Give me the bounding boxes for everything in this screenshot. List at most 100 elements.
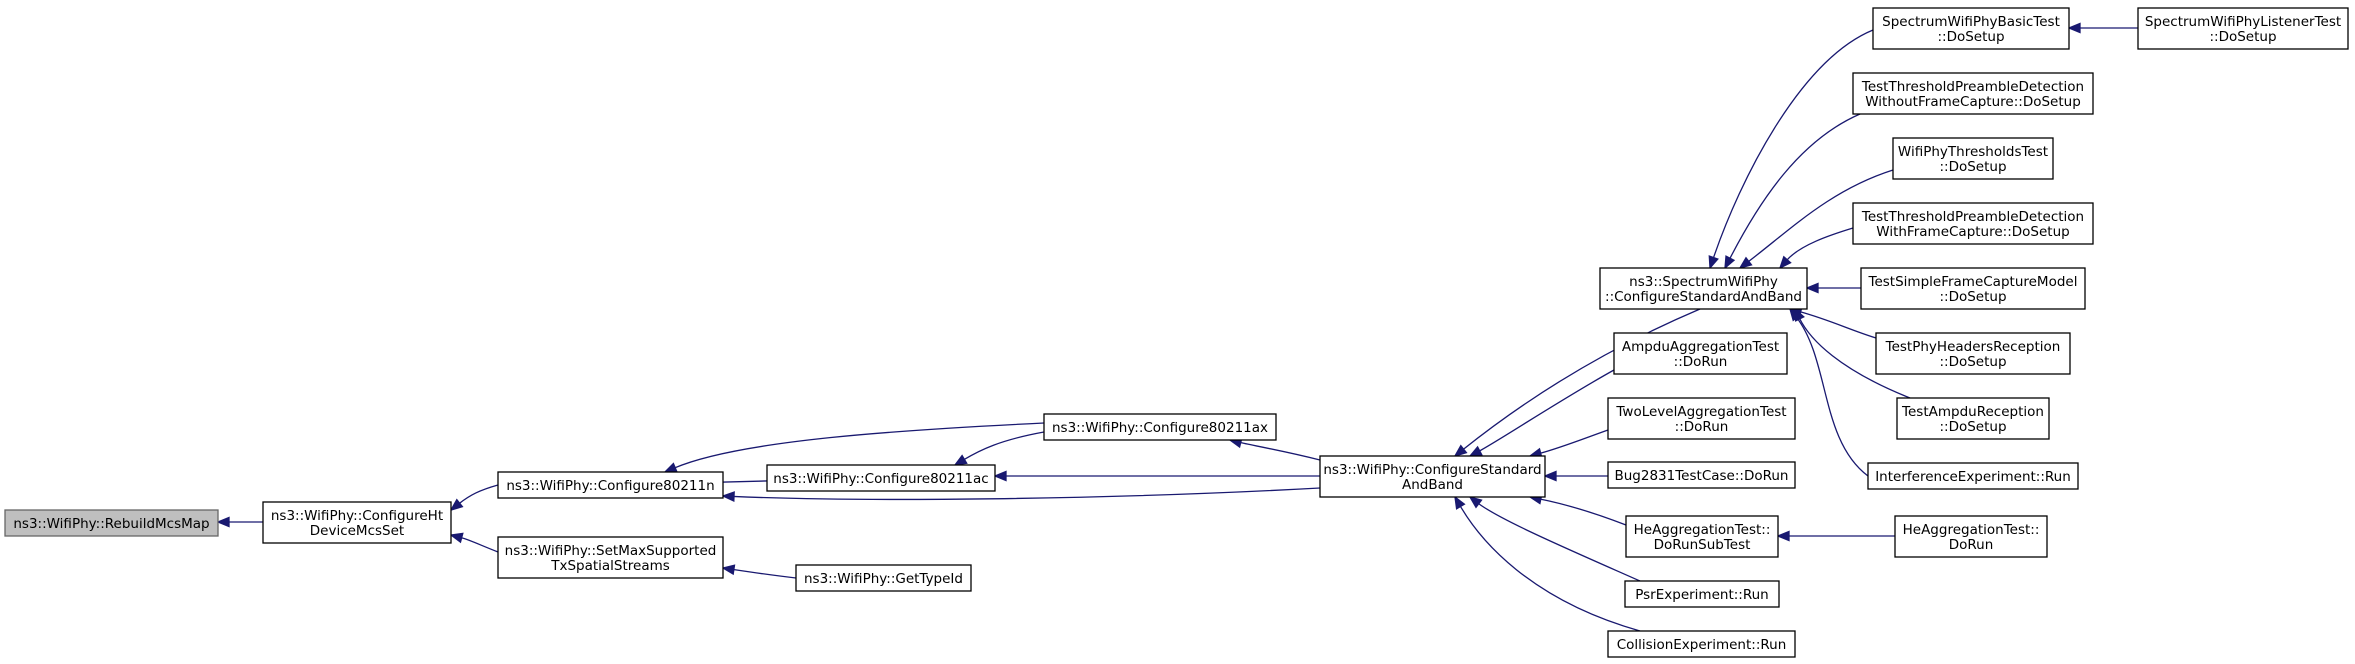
node-ampdu[interactable]: AmpduAggregationTest::DoRun (1613, 332, 1788, 375)
edge-line (1712, 29, 1874, 259)
arrowhead (1805, 282, 1819, 294)
node-label: PsrExperiment::Run (1635, 587, 1768, 603)
arrowhead (1543, 470, 1557, 482)
node-twolevel[interactable]: TwoLevelAggregationTest::DoRun (1607, 397, 1796, 440)
edge-ttpdwith-to-scsab (1778, 227, 1854, 270)
edge-line (1462, 308, 1701, 451)
node-csab[interactable]: ns3::WifiPhy::ConfigureStandardAndBand (1319, 455, 1546, 498)
node-box (795, 564, 972, 592)
node-box (1599, 267, 1808, 310)
edge-ampdu-to-csab (1468, 369, 1615, 457)
node-box (1867, 462, 2079, 490)
node-label: AmpduAggregationTest (1622, 339, 1779, 355)
arrowhead (1454, 495, 1466, 510)
edge-psr-to-csab (1468, 495, 1641, 582)
node-interf[interactable]: InterferenceExperiment::Run (1867, 462, 2079, 490)
node-scsab[interactable]: ns3::SpectrumWifiPhy::ConfigureStandardA… (1599, 267, 1808, 310)
node-tsfcm[interactable]: TestSimpleFrameCaptureModel::DoSetup (1860, 267, 2086, 310)
node-label: WithoutFrameCapture::DoSetup (1865, 94, 2081, 110)
edge-line (1477, 502, 1641, 582)
node-label: Bug2831TestCase::DoRun (1614, 468, 1788, 484)
node-box (1607, 461, 1796, 489)
edge-line (1459, 505, 1641, 632)
edge-line (460, 536, 499, 553)
node-gettypeid[interactable]: ns3::WifiPhy::GetTypeId (795, 564, 972, 592)
edge-c80211ax-to-c80211n (663, 422, 1045, 473)
edge-tphr-to-scsab (1788, 306, 1877, 339)
node-collision[interactable]: CollisionExperiment::Run (1607, 630, 1796, 658)
edge-scsab-to-csab (1453, 308, 1701, 458)
node-label: ns3::WifiPhy::ConfigureHt (271, 508, 443, 524)
edge-line (1478, 369, 1615, 452)
node-ttpdwith[interactable]: TestThresholdPreambleDetectionWithFrameC… (1852, 202, 2094, 245)
node-label: InterferenceExperiment::Run (1875, 469, 2071, 485)
arrowhead (1468, 445, 1483, 457)
node-box (1852, 72, 2094, 115)
node-label: CollisionExperiment::Run (1617, 637, 1787, 653)
node-swplistener[interactable]: SpectrumWifiPhyListenerTest::DoSetup (2137, 7, 2349, 50)
arrowhead (1778, 255, 1792, 270)
node-heaggrun[interactable]: HeAggregationTest::DoRun (1894, 515, 2048, 558)
edge-line (1539, 498, 1627, 526)
edge-line (1539, 429, 1609, 455)
arrowhead (1776, 530, 1790, 542)
node-label: WifiPhyThresholdsTest (1898, 144, 2048, 160)
node-psr[interactable]: PsrExperiment::Run (1624, 580, 1780, 608)
node-box (497, 471, 724, 499)
edge-heaggrun-to-heagg (1776, 530, 1895, 542)
node-label: ns3::WifiPhy::Configure80211ax (1052, 420, 1268, 436)
node-wpthresh[interactable]: WifiPhyThresholdsTest::DoSetup (1892, 137, 2054, 180)
edge-line (1795, 316, 1869, 477)
node-label: ns3::WifiPhy::Configure80211n (506, 478, 714, 494)
node-box (1043, 413, 1277, 441)
node-tampdur[interactable]: TestAmpduReception::DoSetup (1896, 397, 2050, 440)
node-box (4, 509, 219, 537)
node-box (1319, 455, 1546, 498)
node-label: ::DoSetup (1937, 29, 2004, 45)
edge-interf-to-scsab (1788, 307, 1869, 477)
node-label: ns3::SpectrumWifiPhy (1629, 274, 1778, 290)
node-label: ns3::WifiPhy::GetTypeId (804, 571, 963, 587)
node-label: SpectrumWifiPhyListenerTest (2145, 14, 2341, 30)
node-label: AndBand (1402, 477, 1463, 493)
edge-line (963, 431, 1045, 461)
node-c80211ac[interactable]: ns3::WifiPhy::Configure80211ac (766, 464, 996, 492)
node-setmax[interactable]: ns3::WifiPhy::SetMaxSupportedTxSpatialSt… (497, 536, 724, 579)
node-label: SpectrumWifiPhyBasicTest (1882, 14, 2060, 30)
node-box (1860, 267, 2086, 310)
node-label: HeAggregationTest:: (1634, 522, 1771, 538)
edge-csab-to-c80211ax (1228, 437, 1321, 461)
arrowhead (449, 532, 464, 544)
arrowhead (1708, 255, 1719, 270)
arrowhead (449, 498, 464, 512)
node-label: ::DoSetup (1939, 419, 2006, 435)
edge-twolevel-to-csab (1528, 429, 1609, 459)
edge-line (732, 568, 797, 579)
arrowhead (1738, 256, 1753, 270)
node-bug2831[interactable]: Bug2831TestCase::DoRun (1607, 461, 1796, 489)
node-tphr[interactable]: TestPhyHeadersReception::DoSetup (1875, 332, 2071, 375)
node-box (1872, 7, 2070, 50)
node-ttpdwithout[interactable]: TestThresholdPreambleDetectionWithoutFra… (1852, 72, 2094, 115)
node-box (1625, 515, 1779, 558)
node-label: TestPhyHeadersReception (1885, 339, 2061, 355)
node-box (1875, 332, 2071, 375)
node-box (1852, 202, 2094, 245)
arrowhead (1788, 307, 1802, 322)
node-box (766, 464, 996, 492)
node-box (497, 536, 724, 579)
node-heagg[interactable]: HeAggregationTest::DoRunSubTest (1625, 515, 1779, 558)
node-label: ns3::WifiPhy::RebuildMcsMap (13, 516, 209, 532)
edge-line (1239, 441, 1321, 461)
edge-line (732, 487, 1321, 501)
edge-line (1747, 169, 1894, 263)
node-swpbasic[interactable]: SpectrumWifiPhyBasicTest::DoSetup (1872, 7, 2070, 50)
node-c80211n[interactable]: ns3::WifiPhy::Configure80211n (497, 471, 724, 499)
node-label: TestSimpleFrameCaptureModel (1868, 274, 2078, 290)
edge-line (1786, 227, 1854, 261)
node-c80211ax[interactable]: ns3::WifiPhy::Configure80211ax (1043, 413, 1277, 441)
node-label: ns3::WifiPhy::Configure80211ac (773, 471, 988, 487)
edge-csab-to-c80211n (721, 487, 1321, 502)
